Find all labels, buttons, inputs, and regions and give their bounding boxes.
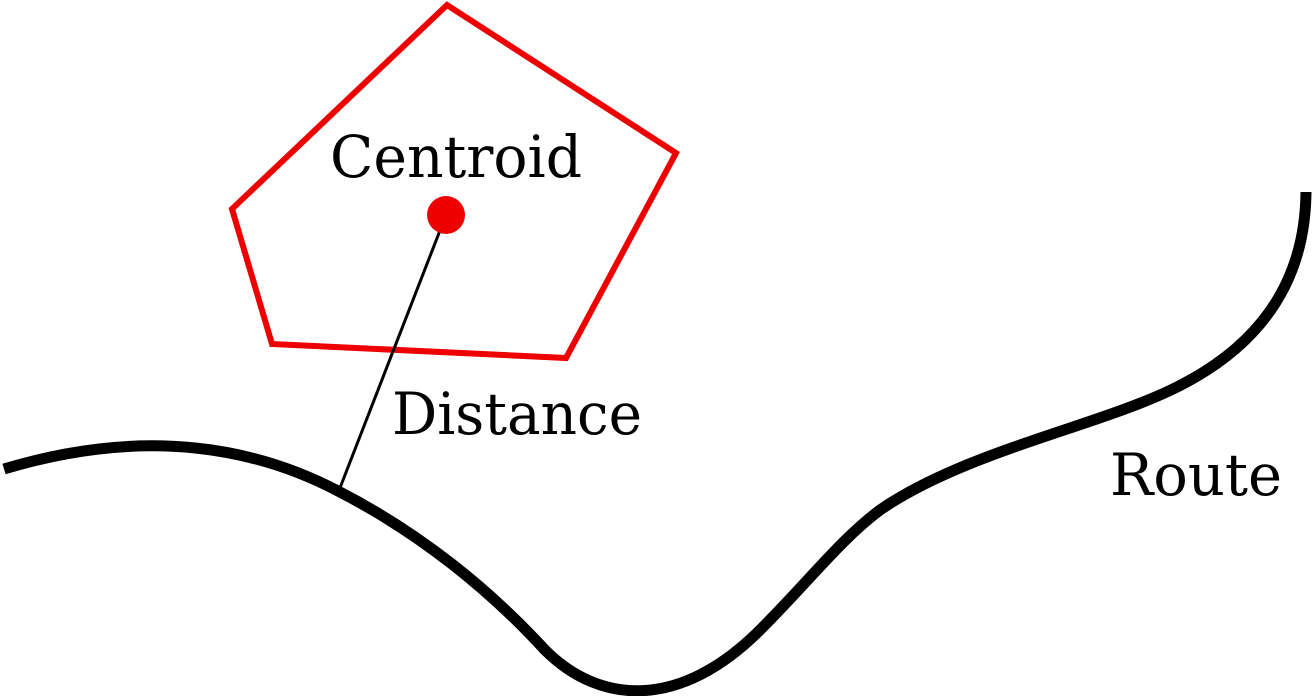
centroid-label: Centroid xyxy=(330,123,582,191)
centroid-point xyxy=(427,196,465,234)
distance-label: Distance xyxy=(392,380,642,448)
pentagon-polygon xyxy=(228,1,680,362)
route-curve xyxy=(2,191,1312,696)
route-label: Route xyxy=(1110,441,1282,509)
distance-line xyxy=(336,214,448,494)
